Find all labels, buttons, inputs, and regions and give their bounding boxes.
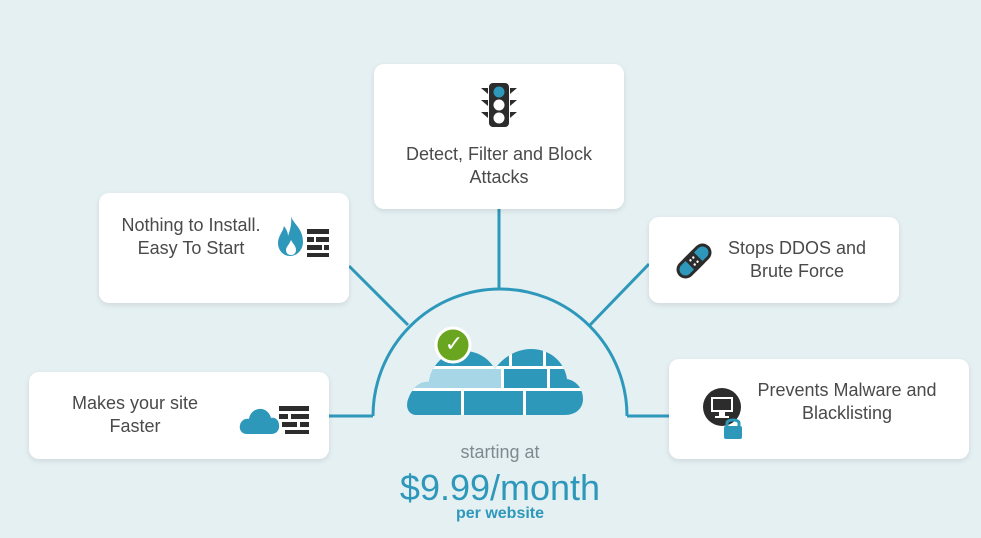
connector-install: [347, 264, 410, 327]
feature-label-detect: Detect, Filter and Block Attacks: [405, 144, 593, 187]
fire-wall-icon: [278, 216, 329, 257]
starting-at-text: starting at: [460, 442, 540, 462]
traffic-light-icon: [481, 83, 517, 127]
bandage-icon: [676, 243, 712, 279]
cloud-firewall-check-icon: [407, 326, 583, 415]
pricing-block: starting at $9.99/month per website: [340, 440, 660, 524]
per-website-text: per website: [455, 505, 545, 522]
connector-ddos: [588, 262, 651, 327]
check-icon: ✓: [444, 332, 464, 357]
cloud-wall-icon: [239, 406, 309, 434]
feature-label-malware: Prevents Malware and Blacklisting: [757, 380, 937, 423]
feature-label-install: Nothing to Install. Easy To Start: [121, 215, 261, 258]
feature-label-ddos: Stops DDOS and Brute Force: [727, 238, 867, 281]
price-text: $9.99/month: [399, 467, 601, 508]
feature-card-detect: Detect, Filter and Block Attacks: [374, 64, 624, 209]
feature-label-faster: Makes your site Faster: [71, 393, 199, 436]
feature-card-ddos: Stops DDOS and Brute Force: [649, 217, 899, 303]
monitor-lock-icon: [703, 388, 742, 439]
central-arc: [371, 287, 629, 417]
